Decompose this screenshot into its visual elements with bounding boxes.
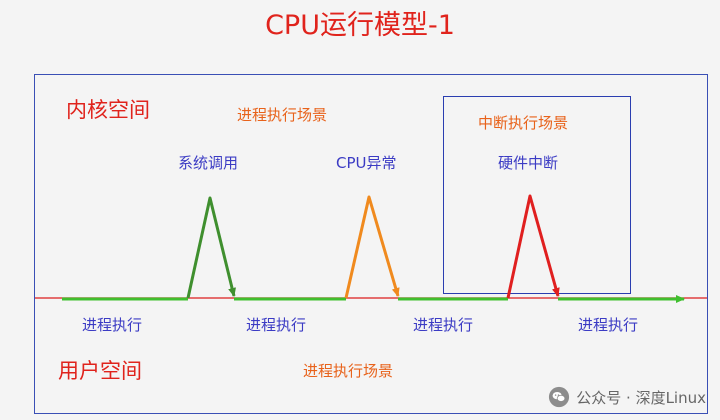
kernel-process-scene-label: 进程执行场景 xyxy=(237,106,328,124)
exec-label-3: 进程执行 xyxy=(413,316,474,334)
cpu-space-frame xyxy=(34,74,708,414)
interrupt-scene-label: 中断执行场景 xyxy=(478,114,569,132)
watermark-text: 公众号 · 深度Linux xyxy=(576,388,706,407)
cpu-exception-spike xyxy=(344,195,400,299)
syscall-spike xyxy=(186,196,236,299)
diagram-title: CPU运行模型-1 xyxy=(265,10,455,41)
user-space-label: 用户空间 xyxy=(58,359,142,383)
syscall-label: 系统调用 xyxy=(178,154,239,172)
interrupt-scene-box xyxy=(443,96,631,294)
exec-label-4: 进程执行 xyxy=(578,316,639,334)
exec-label-2: 进程执行 xyxy=(246,316,307,334)
user-process-scene-label: 进程执行场景 xyxy=(303,362,394,380)
cpu-exception-label: CPU异常 xyxy=(336,154,397,172)
watermark: 公众号 · 深度Linux xyxy=(548,386,706,408)
hardware-interrupt-spike xyxy=(506,194,560,299)
wechat-icon xyxy=(549,386,570,408)
hardware-interrupt-label: 硬件中断 xyxy=(498,154,559,172)
exec-label-1: 进程执行 xyxy=(82,316,143,334)
kernel-space-label: 内核空间 xyxy=(66,98,150,122)
